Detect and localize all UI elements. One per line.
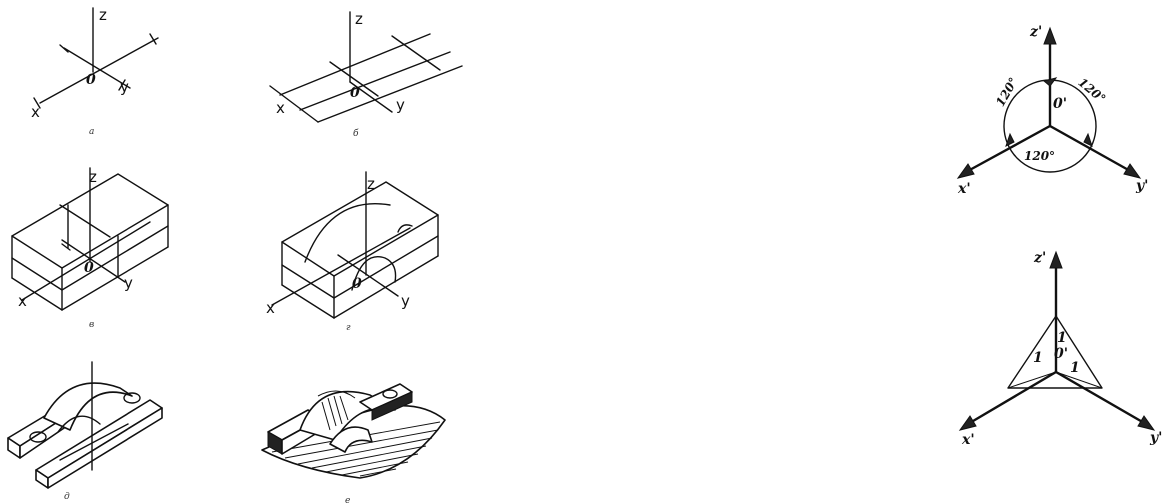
panel-g-origin-label: 0 [352, 276, 362, 292]
angle-right-label: 120° [1075, 75, 1108, 106]
panel-d-part: д [7, 361, 163, 502]
panel-g-x-label: x [266, 299, 275, 317]
panel-g-caption: г [346, 323, 351, 333]
axes-triangle-origin-label: 0' [1054, 346, 1068, 362]
axes-triangle-one-top: 1 [1057, 330, 1067, 346]
panel-b-z-label: z [355, 10, 363, 28]
panel-g-y-label: y [401, 292, 410, 310]
axes-triangle-one-right: 1 [1070, 360, 1080, 376]
angle-left-label: 120° [993, 75, 1021, 109]
panel-b-origin-label: 0 [350, 85, 360, 101]
panel-v-caption: в [89, 320, 94, 330]
panel-v-y-label: y [124, 274, 133, 292]
panel-b-caption: б [353, 128, 359, 139]
panel-a-origin-label: 0 [86, 72, 96, 88]
panel-a-z-label: z [99, 6, 107, 24]
panel-e-shaded-part: е [261, 383, 446, 504]
panel-b-x-label: x [276, 99, 285, 117]
panel-v-z-label: z [89, 168, 97, 186]
panel-d-caption: д [64, 492, 70, 502]
panel-a-x-label: x [31, 103, 40, 121]
panel-a-y-label: y [120, 78, 129, 96]
isometric-axes-triangle: z' x' y' 0' 1 1 1 [958, 250, 1162, 448]
axes-120-z-label: z' [1029, 24, 1042, 40]
panel-b-y-label: y [396, 96, 405, 114]
axes-triangle-z-label: z' [1033, 250, 1046, 266]
axes-triangle-y-label: y' [1149, 430, 1162, 446]
panel-b-grid: z x y 0 б [269, 10, 463, 139]
panel-a-caption: а [89, 127, 94, 137]
panel-a-axes: z x y 0 а [31, 6, 159, 137]
axes-120-origin-label: 0' [1053, 96, 1067, 112]
axes-triangle-x-label: x' [961, 432, 975, 448]
panel-e-caption: е [345, 496, 350, 504]
panel-v-origin-label: 0 [84, 260, 94, 276]
panel-g-construction: z x y 0 г [266, 171, 439, 333]
axes-120-y-label: y' [1135, 178, 1148, 194]
isometric-axes-120: z' x' y' 0' 120° 120° 120° [956, 24, 1148, 197]
axes-120-x-label: x' [957, 181, 971, 197]
panel-g-z-label: z [367, 175, 375, 193]
panel-v-x-label: x [18, 292, 27, 310]
panel-v-box: z x y 0 в [11, 167, 169, 330]
axes-triangle-one-left: 1 [1033, 350, 1043, 366]
angle-bottom-label: 120° [1024, 149, 1055, 163]
